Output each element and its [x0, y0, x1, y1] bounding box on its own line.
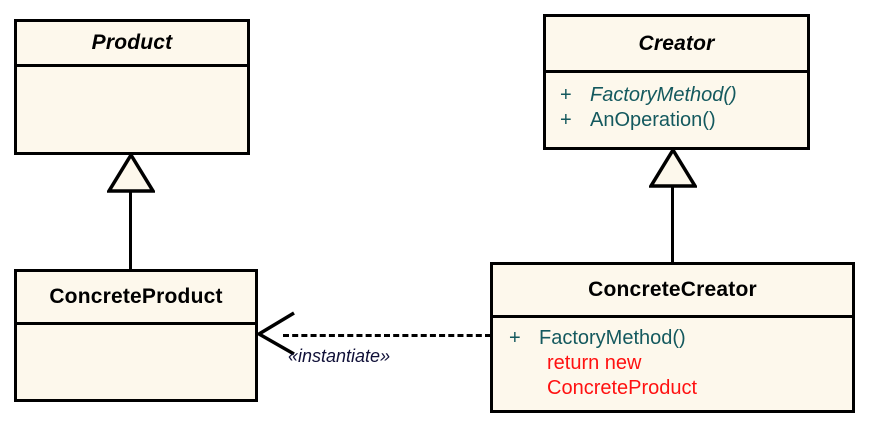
class-members-concrete-creator: + FactoryMethod() return new ConcretePro… [493, 318, 852, 410]
open-arrow-icon [255, 311, 295, 356]
generalization-triangle-creator [647, 146, 699, 188]
member-visibility: + [509, 327, 521, 349]
class-name-product: Product [91, 31, 173, 54]
generalization-triangle-product [105, 151, 157, 193]
class-name-concrete-product: ConcreteProduct [49, 285, 223, 308]
code-line: ConcreteProduct [547, 377, 698, 399]
member-label: FactoryMethod() [590, 84, 737, 106]
generalization-line-creator [671, 185, 674, 264]
class-members-creator: + FactoryMethod() + AnOperation() [546, 73, 807, 150]
class-divider-creator [546, 70, 807, 73]
class-members-product [17, 67, 247, 152]
dependency-line-instantiate [283, 334, 491, 337]
dependency-arrowhead-instantiate [255, 311, 296, 357]
class-box-product[interactable]: Product [14, 19, 250, 155]
triangle-icon [647, 146, 699, 188]
member-label: AnOperation() [590, 109, 716, 131]
class-name-concrete-creator: ConcreteCreator [588, 278, 757, 301]
stereotype-label-instantiate: «instantiate» [288, 346, 391, 366]
class-divider-concrete-product [17, 322, 255, 325]
class-name-creator: Creator [638, 31, 715, 55]
member-row: + FactoryMethod() [509, 326, 852, 351]
code-line: return new [547, 352, 642, 374]
generalization-line-product [129, 190, 132, 271]
class-members-concrete-product [17, 325, 255, 399]
class-divider-product [17, 64, 247, 67]
member-visibility: + [560, 84, 572, 106]
class-box-concrete-product[interactable]: ConcreteProduct [14, 269, 258, 402]
member-row: + AnOperation() [560, 108, 807, 133]
triangle-icon [105, 151, 157, 193]
class-divider-concrete-creator [493, 315, 852, 318]
member-label: FactoryMethod() [539, 327, 686, 349]
class-box-creator[interactable]: Creator + FactoryMethod() + AnOperation(… [543, 14, 810, 150]
member-row: + FactoryMethod() [560, 83, 807, 108]
member-visibility: + [560, 109, 572, 131]
class-box-concrete-creator[interactable]: ConcreteCreator + FactoryMethod() return… [490, 262, 855, 413]
